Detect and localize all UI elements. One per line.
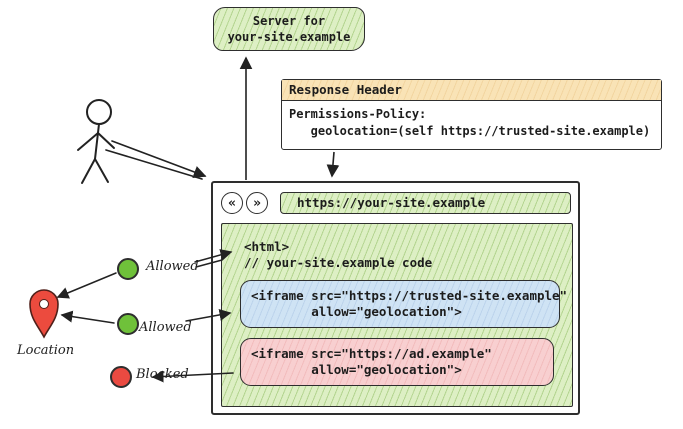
- iframe-ad-line1: <iframe src="https://ad.example": [251, 346, 492, 361]
- code-line-html: <html>: [244, 239, 290, 254]
- allowed-indicator-top: [117, 258, 139, 280]
- iframe-ad-line2: allow="geolocation">: [251, 362, 462, 377]
- arrow-allowed-top-to-pin: [56, 272, 117, 299]
- allowed-indicator-mid: [117, 313, 139, 335]
- allowed-label-top: Allowed: [146, 259, 199, 274]
- page-code-block: <html> // your-site.example code: [244, 239, 432, 271]
- back-chevrons: «: [228, 195, 236, 211]
- blocked-indicator: [110, 366, 132, 388]
- allowed-label-mid: Allowed: [139, 320, 192, 335]
- blocked-label: Blocked: [136, 367, 189, 382]
- policy-line-1: Permissions-Policy:: [289, 107, 427, 121]
- policy-line-2: geolocation=(self https://trusted-site.e…: [289, 124, 651, 138]
- location-pin-icon: [29, 289, 59, 339]
- page-content-area: <html> // your-site.example code <iframe…: [221, 223, 573, 407]
- iframe-trusted-line2: allow="geolocation">: [251, 304, 462, 319]
- server-label-line1: Server for: [252, 14, 326, 28]
- browser-window: « » https://your-site.example <html> // …: [211, 181, 580, 415]
- browser-forward-icon: »: [246, 192, 268, 214]
- browser-url-bar: https://your-site.example: [280, 192, 571, 214]
- iframe-trusted-box: <iframe src="https://trusted-site.exampl…: [240, 280, 568, 328]
- response-header-body: Permissions-Policy: geolocation=(self ht…: [282, 101, 661, 140]
- forward-chevrons: »: [253, 195, 261, 211]
- server-box: Server for your-site.example: [213, 7, 365, 51]
- person-icon: [77, 99, 115, 184]
- arrow-allowed-mid-to-pin: [60, 310, 115, 324]
- arrow-person-to-browser: [105, 140, 207, 180]
- response-header-title: Response Header: [282, 80, 661, 101]
- iframe-ad-box: <iframe src="https://ad.example" allow="…: [240, 338, 554, 386]
- response-header-box: Response Header Permissions-Policy: geol…: [281, 79, 662, 150]
- arrow-header-to-browser: [326, 151, 340, 178]
- iframe-trusted-line1: <iframe src="https://trusted-site.exampl…: [251, 288, 568, 303]
- server-label-line2: your-site.example: [227, 30, 351, 44]
- code-line-comment: // your-site.example code: [244, 255, 433, 270]
- browser-back-icon: «: [221, 192, 243, 214]
- location-label: Location: [17, 343, 75, 358]
